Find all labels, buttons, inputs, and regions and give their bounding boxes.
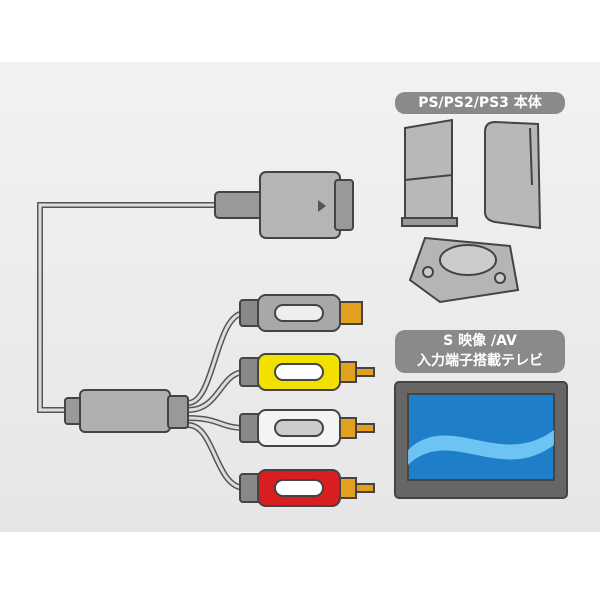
white-rca-plug [239, 409, 375, 447]
cable-junction [64, 389, 189, 433]
cable [37, 202, 246, 491]
yellow-rca-plug [239, 353, 375, 391]
ps3-slim-console [484, 120, 542, 230]
tv [394, 381, 568, 499]
consoles-label: PS/PS2/PS3 本体 [395, 92, 565, 114]
red-rca-plug [239, 469, 375, 507]
s-video-plug [239, 294, 363, 332]
ps2-slim-console [401, 118, 458, 227]
tv-label-line2: 入力端子搭載テレビ [417, 353, 543, 369]
tv-label-line1: S 映像 /AV [443, 333, 517, 349]
ps1-console [408, 236, 520, 304]
multi-av-connector [214, 171, 354, 239]
tv-label: S 映像 /AV 入力端子搭載テレビ [395, 330, 565, 373]
